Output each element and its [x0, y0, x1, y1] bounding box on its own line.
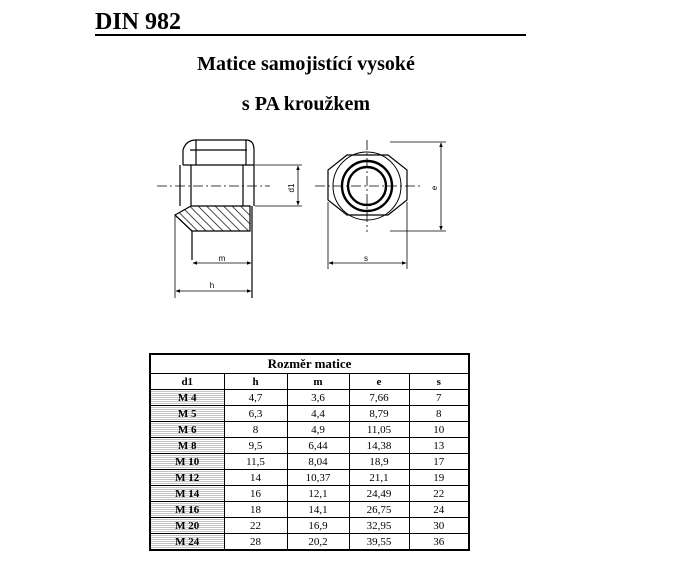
col-header-d1: d1: [149, 373, 225, 390]
cell-e: 21,1: [348, 469, 410, 486]
cell-s: 10: [408, 421, 470, 438]
cell-m: 16,9: [286, 517, 350, 534]
cell-m: 20,2: [286, 533, 350, 551]
col-header-m: m: [286, 373, 350, 390]
cell-e: 26,75: [348, 501, 410, 518]
cell-m: 12,1: [286, 485, 350, 502]
cell-s: 36: [408, 533, 470, 551]
dim-d1: [255, 164, 302, 207]
dim-s: [327, 202, 408, 269]
cell-e: 7,66: [348, 389, 410, 406]
cell-s: 24: [408, 501, 470, 518]
nut-side-view: [173, 139, 255, 298]
cell-e: 11,05: [348, 421, 410, 438]
subtitle-line-1: Matice samojistící vysoké: [197, 53, 415, 75]
cell-m: 3,6: [286, 389, 350, 406]
dim-s-label: s: [364, 254, 368, 263]
cell-m: 14,1: [286, 501, 350, 518]
cell-h: 16: [223, 485, 288, 502]
cell-h: 11,5: [223, 453, 288, 470]
cell-m: 10,37: [286, 469, 350, 486]
cell-s: 30: [408, 517, 470, 534]
cell-h: 18: [223, 501, 288, 518]
cell-e: 14,38: [348, 437, 410, 454]
cell-s: 7: [408, 389, 470, 406]
cell-m: 6,44: [286, 437, 350, 454]
cell-d1: M 24: [149, 533, 225, 551]
cell-h: 9,5: [223, 437, 288, 454]
standard-title: DIN 982: [95, 9, 182, 35]
cell-e: 8,79: [348, 405, 410, 422]
cell-d1: M 10: [149, 453, 225, 470]
cell-d1: M 4: [149, 389, 225, 406]
cell-h: 4,7: [223, 389, 288, 406]
cell-s: 13: [408, 437, 470, 454]
cell-e: 18,9: [348, 453, 410, 470]
col-header-h: h: [223, 373, 288, 390]
cell-e: 39,55: [348, 533, 410, 551]
cell-d1: M 20: [149, 517, 225, 534]
cell-h: 28: [223, 533, 288, 551]
subtitle-line-2: s PA kroužkem: [241, 93, 371, 115]
cell-d1: M 6: [149, 421, 225, 438]
cell-m: 4,9: [286, 421, 350, 438]
dim-m-label: m: [219, 254, 226, 263]
dim-h: [174, 216, 252, 298]
table-caption: Rozměr matice: [149, 353, 470, 374]
cell-d1: M 14: [149, 485, 225, 502]
table-header-row: d1 h m e s: [149, 373, 470, 390]
cell-d1: M 16: [149, 501, 225, 518]
cell-d1: M 5: [149, 405, 225, 422]
dim-h-label: h: [210, 281, 214, 290]
title-underline: [95, 34, 526, 36]
nut-technical-drawing: d1 m h e s: [157, 139, 446, 298]
cell-d1: M 12: [149, 469, 225, 486]
dim-e-label: e: [430, 185, 439, 190]
col-header-e: e: [348, 373, 410, 390]
cell-m: 4,4: [286, 405, 350, 422]
dim-d1-label: d1: [287, 183, 296, 192]
dim-e: [390, 141, 446, 232]
cell-e: 24,49: [348, 485, 410, 502]
cell-h: 22: [223, 517, 288, 534]
cell-e: 32,95: [348, 517, 410, 534]
cell-h: 6,3: [223, 405, 288, 422]
cell-d1: M 8: [149, 437, 225, 454]
cell-s: 8: [408, 405, 470, 422]
cell-s: 19: [408, 469, 470, 486]
cell-s: 17: [408, 453, 470, 470]
cell-h: 8: [223, 421, 288, 438]
col-header-s: s: [408, 373, 470, 390]
cell-s: 22: [408, 485, 470, 502]
cell-m: 8,04: [286, 453, 350, 470]
cell-h: 14: [223, 469, 288, 486]
